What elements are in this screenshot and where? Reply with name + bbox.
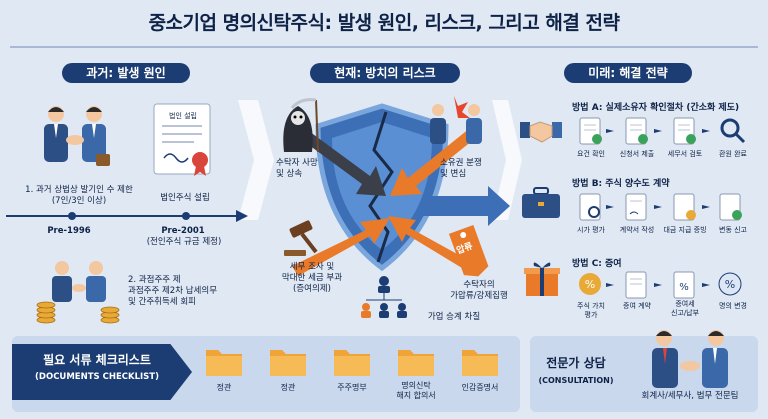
method-c-step-4: 명의 변경: [719, 302, 747, 310]
risk-seizure-label: 수탁자의 가압류/강제집행: [450, 280, 508, 301]
checklist-doc-3: 주주명부: [337, 383, 367, 392]
checklist-folders: [206, 350, 498, 376]
timeline-axis: [6, 210, 248, 222]
appraisal-doc-icon: [579, 193, 601, 221]
method-b-title: 방법 B: 주식 양수도 계약: [572, 179, 670, 189]
method-c-step-2: 증여 계약: [623, 302, 651, 310]
consult-caption: 회계사/세무사, 법무 전문팀: [641, 391, 739, 401]
chevron-right-icon: [238, 100, 274, 220]
consult-subtitle: (CONSULTATION): [538, 376, 614, 385]
method-a-title: 방법 A: 실제소유자 확인절차 (간소화 제도): [572, 103, 740, 113]
method-b-step-3: 대금 지급 증빙: [663, 226, 707, 234]
folder-icon: [462, 350, 498, 376]
method-b-step-2: 계약서 작성: [619, 226, 655, 234]
svg-text:%: %: [725, 278, 735, 291]
risk-tax-label: 세무 조사 및 막대한 세금 부과 (증여의제): [281, 262, 343, 294]
consult-title: 전문가 상담: [546, 356, 606, 370]
report-doc-icon: [719, 193, 742, 221]
briefcase-icon: [522, 187, 560, 218]
method-a-step-2: 신청서 제출: [619, 150, 655, 158]
gavel-icon: [284, 220, 318, 256]
section-header-future: 미래: 해결 전략: [564, 63, 692, 83]
magnifier-icon: [720, 118, 746, 144]
folder-icon: [334, 350, 370, 376]
event-2001-label: 법인주식 설립: [160, 193, 210, 203]
risk-death-label: 수탁자 사망 및 상속: [276, 158, 318, 179]
timeline-pre-2001-sub: (전인주식 규금 제정): [146, 237, 222, 247]
method-b-step-icons: [579, 193, 742, 221]
section-header-present: 현재: 방치의 리스크: [310, 63, 460, 83]
risk-succession-label: 가업 승계 차질: [427, 312, 481, 322]
checklist-title: 필요 서류 체크리스트: [43, 353, 151, 367]
contract-doc-icon: [625, 193, 647, 221]
percent-coin-icon: %: [579, 273, 601, 295]
cause-1-label: 1. 과거 상법상 발기인 수 제한: [25, 185, 133, 195]
cause-1-sub-label: (7인/3인 이상): [51, 196, 107, 206]
method-a-step-3: 세무서 검토: [667, 150, 703, 158]
method-c-step-1: 주식 가치 평가: [577, 302, 605, 319]
svg-text:%: %: [585, 278, 595, 291]
consultants-handshake-icon: [652, 330, 728, 388]
method-a-step-4: 환원 완료: [719, 150, 747, 158]
org-chart-icon: [361, 276, 407, 318]
method-c-title: 방법 C: 증여: [572, 259, 622, 269]
timeline-pre-1996: Pre-1996: [47, 226, 91, 236]
checklist-doc-icon: [625, 117, 648, 145]
method-a-step-1: 요건 확인: [577, 150, 605, 158]
dispute-people-icon: [430, 96, 482, 144]
checklist-doc-icon: [579, 117, 602, 145]
method-b-step-4: 변동 신고: [719, 226, 747, 234]
title-divider: [10, 46, 758, 48]
cause-2-line-2: 과점주주 제2차 납세의무: [128, 286, 218, 296]
folder-icon: [398, 350, 434, 376]
folder-icon: [270, 350, 306, 376]
checklist-doc-icon: [673, 117, 696, 145]
tax-doc-icon: %: [673, 271, 695, 299]
payment-doc-icon: [673, 193, 696, 221]
seizure-tag-icon: [448, 224, 489, 277]
percent-badge-icon: %: [718, 272, 742, 296]
handshake-people-icon: [44, 106, 110, 166]
documents-checklist-tab: [12, 344, 192, 400]
method-b-step-1: 시가 평가: [577, 226, 605, 234]
checklist-subtitle: (DOCUMENTS CHECKLIST): [35, 372, 159, 382]
handshake-icon: [520, 121, 562, 143]
checklist-doc-4: 명의신탁 해지 합의서: [396, 381, 436, 400]
cause-2-line-1: 2. 과점주주 제: [128, 275, 181, 285]
chevron-right-icon: [492, 100, 522, 220]
timeline-pre-2001: Pre-2001: [161, 226, 205, 236]
section-header-past: 과거: 발생 원인: [62, 63, 190, 83]
checklist-doc-2: 정관: [280, 383, 296, 392]
folder-icon: [206, 350, 242, 376]
method-c-step-3: 증여세 신고/납부: [670, 300, 700, 317]
svg-text:%: %: [679, 282, 689, 293]
method-a-step-icons: [579, 117, 746, 145]
document-title: 법인 설립: [169, 112, 197, 120]
method-c-step-icons: % % %: [579, 271, 742, 299]
risk-dispute-label: 소유권 분쟁 및 변심: [440, 158, 482, 179]
contract-doc-icon: [625, 271, 647, 299]
gift-box-icon: [524, 262, 560, 296]
checklist-doc-1: 정관: [216, 383, 232, 392]
page-title: 중소기업 명의신탁주식: 발생 원인, 리스크, 그리고 해결 전략: [148, 12, 620, 34]
cause-2-line-3: 및 간주취득세 회피: [128, 297, 196, 307]
coins-handshake-icon: [36, 261, 120, 324]
grim-reaper-icon: [283, 98, 319, 153]
certificate-document-icon: [153, 103, 211, 176]
checklist-doc-5: 인감증명서: [461, 383, 499, 392]
